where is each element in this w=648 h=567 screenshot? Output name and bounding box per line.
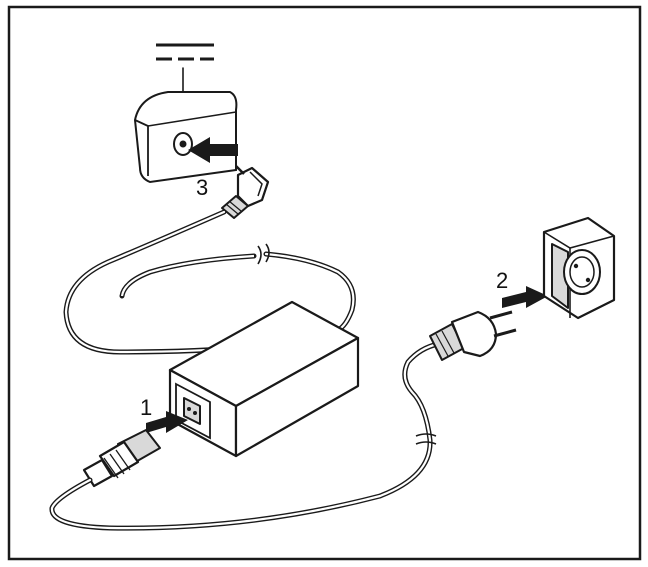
schuko-plug — [429, 310, 517, 361]
dc-power-symbol — [156, 43, 214, 61]
dc-input-socket — [173, 132, 193, 156]
dc-cable — [63, 209, 356, 355]
mains-cable — [49, 341, 441, 531]
dc-plug — [221, 165, 270, 219]
arrow-step-2 — [502, 286, 548, 308]
step-1-label: 1 — [140, 395, 152, 420]
arrow-step-3 — [188, 137, 238, 163]
wall-socket — [542, 216, 616, 320]
step-3-label: 3 — [196, 175, 208, 200]
arrow-step-1 — [146, 411, 188, 433]
power-adapter — [168, 300, 360, 458]
step-2-label: 2 — [496, 268, 508, 293]
